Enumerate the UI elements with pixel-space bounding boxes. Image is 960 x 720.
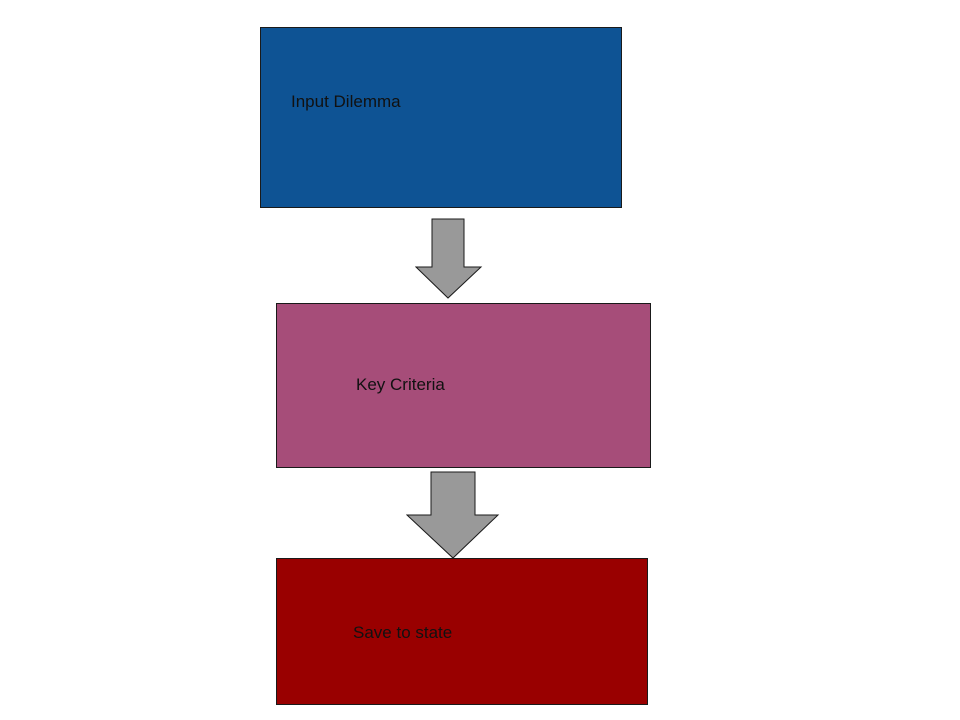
arrow-shape <box>406 471 500 559</box>
input-dilemma-box: Input Dilemma <box>260 27 622 208</box>
key-criteria-box: Key Criteria <box>276 303 651 468</box>
save-to-state-label: Save to state <box>353 623 453 642</box>
key-criteria-label: Key Criteria <box>356 375 445 394</box>
input-dilemma-label: Input Dilemma <box>291 92 401 111</box>
arrow-down-icon <box>415 218 483 299</box>
arrow-down-icon <box>406 471 500 559</box>
save-to-state-box: Save to state <box>276 558 648 705</box>
arrow-shape <box>415 218 483 299</box>
